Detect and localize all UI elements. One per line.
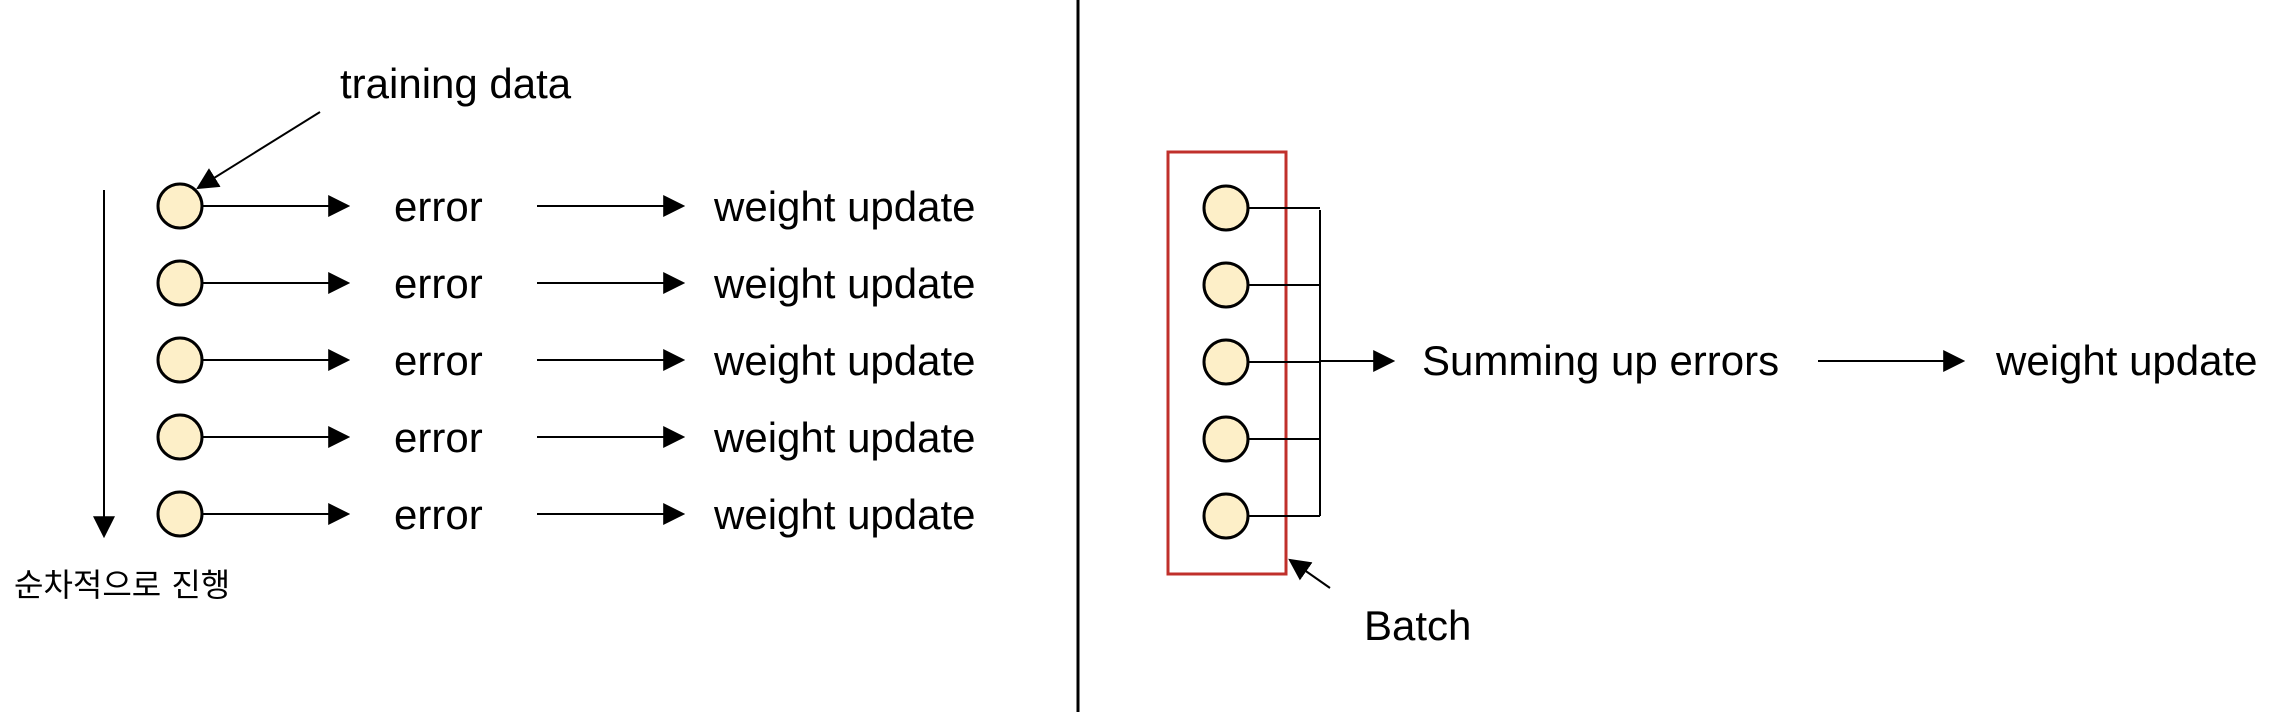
error-label: error: [394, 414, 483, 461]
training-data-label: training data: [340, 60, 572, 107]
batch-label: Batch: [1364, 602, 1471, 649]
left-panel: training data 순차적으로 진행 error weight updat…: [14, 60, 976, 604]
sequential-row: error weight update: [156, 182, 976, 230]
batch-sample-node: [1202, 184, 1250, 232]
error-label: error: [394, 491, 483, 538]
batch-sample: [1202, 184, 1320, 232]
training-sample-node: [156, 336, 204, 384]
batch-weight-update-label: weight update: [1995, 337, 2258, 384]
sequential-progress-label: 순차적으로 진행: [14, 566, 230, 604]
weight-update-label: weight update: [713, 337, 976, 384]
sequential-row: error weight update: [156, 490, 976, 538]
batch-sample-node: [1202, 261, 1250, 309]
training-sample-node: [156, 182, 204, 230]
training-sample-node: [156, 259, 204, 307]
batch-callout-arrow: [1288, 558, 1331, 589]
batch-sample-node: [1202, 492, 1250, 540]
training-sample-node: [156, 490, 204, 538]
sequential-row: error weight update: [156, 336, 976, 384]
training-sample-node: [156, 413, 204, 461]
training-data-callout-arrow: [196, 111, 321, 190]
weight-update-label: weight update: [713, 491, 976, 538]
error-label: error: [394, 183, 483, 230]
weight-update-label: weight update: [713, 260, 976, 307]
sequential-row: error weight update: [156, 259, 976, 307]
batch-samples: [1202, 184, 1320, 540]
right-panel: Summing up errors weight update Batch: [1166, 150, 2258, 649]
batch-sample-node: [1202, 338, 1250, 386]
weight-update-label: weight update: [713, 414, 976, 461]
batch-sample: [1202, 338, 1320, 386]
batch-sample: [1202, 415, 1320, 463]
error-label: error: [394, 260, 483, 307]
batch-sample-node: [1202, 415, 1250, 463]
batch-sample: [1202, 261, 1320, 309]
error-label: error: [394, 337, 483, 384]
batch-sample: [1202, 492, 1320, 540]
weight-update-label: weight update: [713, 183, 976, 230]
sequential-row: error weight update: [156, 413, 976, 461]
summing-errors-label: Summing up errors: [1422, 337, 1779, 384]
